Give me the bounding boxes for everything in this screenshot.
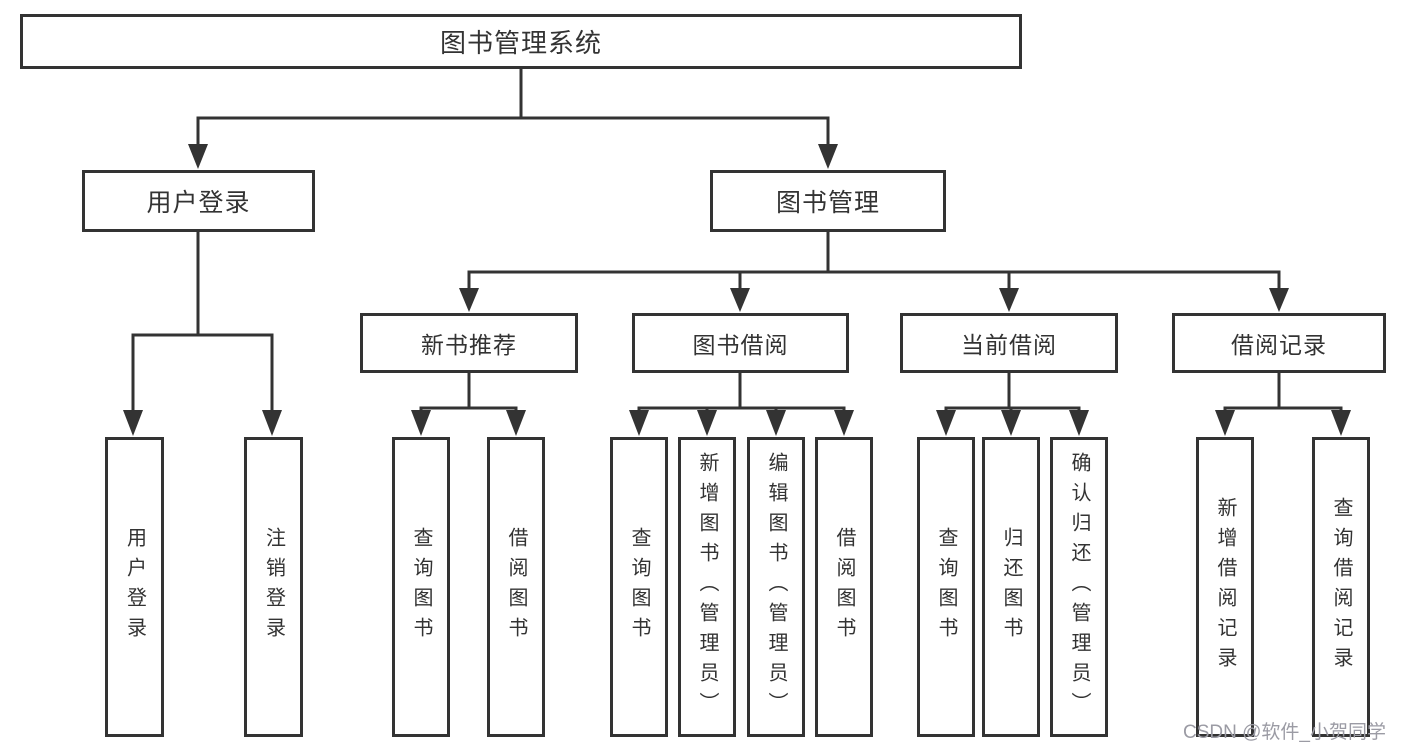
leaf-query-books-borrow-label: 查询图书 xyxy=(628,527,650,647)
leaf-user-login-label: 用户登录 xyxy=(123,527,146,647)
node-user-login-label: 用户登录 xyxy=(146,189,251,217)
node-root: 图书管理系统 xyxy=(20,14,1022,69)
leaf-add-borrow-record: 新增借阅记录 xyxy=(1196,437,1254,737)
leaf-logout: 注销登录 xyxy=(244,437,303,737)
node-book-borrow-label: 图书借阅 xyxy=(692,332,789,358)
leaf-query-books-recommend: 查询图书 xyxy=(392,437,450,737)
node-borrow-records-label: 借阅记录 xyxy=(1231,332,1327,358)
node-root-label: 图书管理系统 xyxy=(439,28,602,58)
leaf-add-book-admin: 新增图书（管理员） xyxy=(678,437,736,737)
leaf-confirm-return-admin: 确认归还（管理员） xyxy=(1050,437,1108,737)
leaf-logout-label: 注销登录 xyxy=(262,527,285,647)
leaf-user-login: 用户登录 xyxy=(105,437,164,737)
connector-paths xyxy=(131,69,1343,411)
arrowheads xyxy=(123,144,1351,436)
node-book-management: 图书管理 xyxy=(710,170,946,232)
leaf-query-books-current: 查询图书 xyxy=(917,437,975,737)
leaf-query-borrow-record-label: 查询借阅记录 xyxy=(1330,497,1352,677)
node-borrow-records: 借阅记录 xyxy=(1172,313,1386,373)
leaf-borrow-books-recommend: 借阅图书 xyxy=(487,437,545,737)
node-current-borrow: 当前借阅 xyxy=(900,313,1118,373)
leaf-query-borrow-record: 查询借阅记录 xyxy=(1312,437,1370,737)
leaf-return-book: 归还图书 xyxy=(982,437,1040,737)
node-book-borrow: 图书借阅 xyxy=(632,313,849,373)
node-new-book-recommend-label: 新书推荐 xyxy=(421,332,517,358)
leaf-query-books-borrow: 查询图书 xyxy=(610,437,668,737)
node-book-management-label: 图书管理 xyxy=(775,189,880,217)
leaf-edit-book-admin: 编辑图书（管理员） xyxy=(747,437,805,737)
leaf-return-book-label: 归还图书 xyxy=(1000,527,1022,647)
csdn-watermark: CSDN @软件_小贺同学 xyxy=(1183,722,1386,743)
leaf-borrow-books-label: 借阅图书 xyxy=(833,527,855,647)
leaf-query-books-current-label: 查询图书 xyxy=(935,527,957,647)
leaf-add-borrow-record-label: 新增借阅记录 xyxy=(1214,497,1236,677)
node-new-book-recommend: 新书推荐 xyxy=(360,313,578,373)
leaf-borrow-books: 借阅图书 xyxy=(815,437,873,737)
leaf-confirm-return-admin-label: 确认归还（管理员） xyxy=(1068,452,1090,722)
node-user-login: 用户登录 xyxy=(82,170,315,232)
leaf-add-book-admin-label: 新增图书（管理员） xyxy=(696,452,718,722)
leaf-borrow-books-recommend-label: 借阅图书 xyxy=(505,527,527,647)
leaf-edit-book-admin-label: 编辑图书（管理员） xyxy=(765,452,787,722)
leaf-query-books-recommend-label: 查询图书 xyxy=(410,527,432,647)
node-current-borrow-label: 当前借阅 xyxy=(961,332,1057,358)
